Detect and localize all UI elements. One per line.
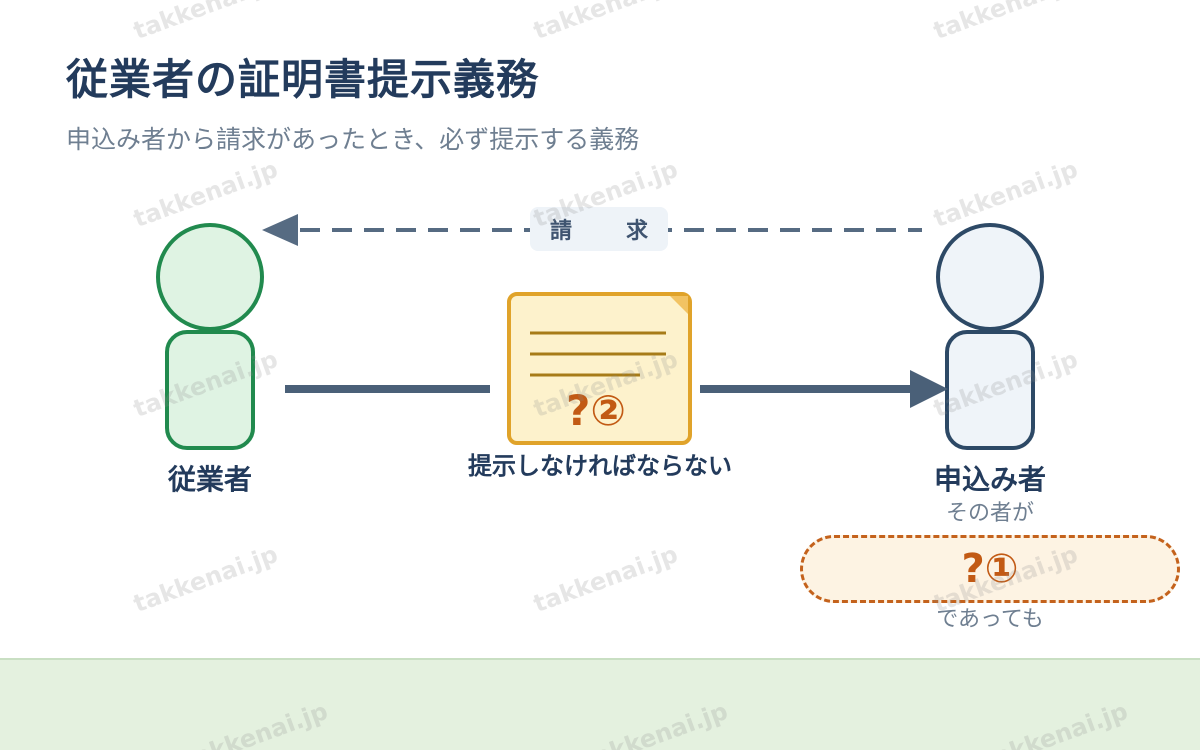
employee-body [165,330,255,450]
applicant-body [945,330,1035,450]
page-subtitle: 申込み者から請求があったとき、必ず提示する義務 [66,125,640,154]
blank-applicant-marker: ?① [961,546,1019,592]
document-card [507,292,692,445]
page-title: 従業者の証明書提示義務 [66,55,540,104]
applicant-note-before: その者が [945,501,1035,526]
request-arrow-head [262,214,298,246]
present-arrow-head [910,370,948,408]
document-fold [670,296,688,314]
blank-applicant-box: ?① [800,535,1180,603]
employee-label: 従業者 [167,463,253,496]
applicant-note-after: であっても [936,607,1044,632]
applicant-head [936,223,1044,331]
bottom-band [0,658,1200,750]
request-label: 請 求 [530,207,668,251]
blank-document-marker: ?② [566,386,626,435]
employee-head [156,223,264,331]
applicant-label: 申込み者 [933,463,1047,496]
duty-label: 提示しなければならない [468,452,732,480]
